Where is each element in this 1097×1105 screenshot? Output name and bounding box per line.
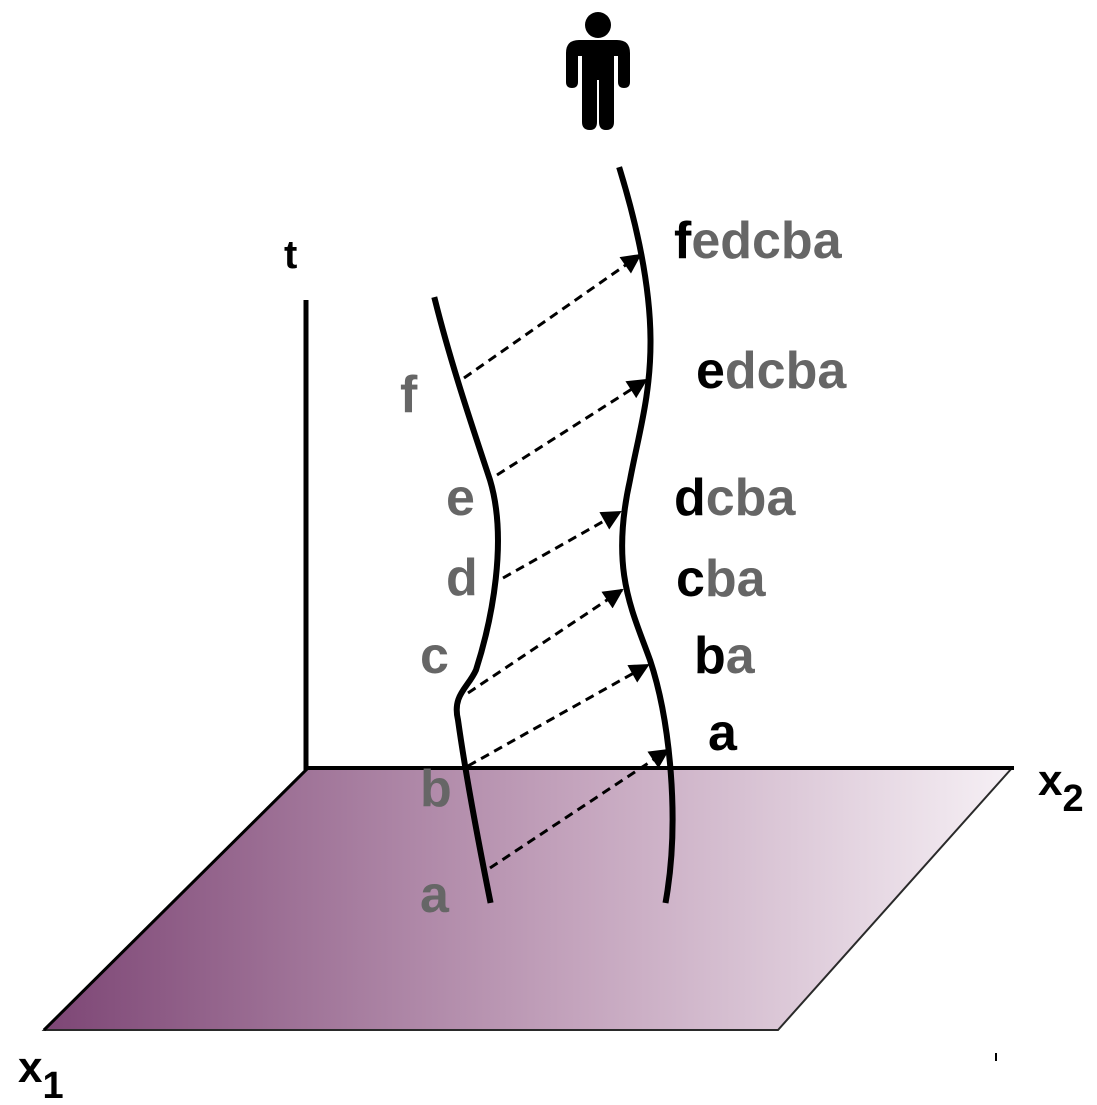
x2-axis-label: x2 [1038, 756, 1084, 820]
signal-arrow-d [502, 510, 622, 580]
signal-arrow-e [496, 378, 648, 477]
person-icon [566, 12, 630, 130]
x1-axis-label: x1 [18, 1043, 64, 1105]
receiver-label-ba: ba [694, 627, 756, 685]
receiver-label-edcba: edcba [696, 342, 847, 400]
sender-event-a: a [420, 866, 450, 924]
signal-arrow-a [489, 748, 670, 870]
sender-event-f: f [400, 366, 418, 424]
x1-axis [42, 766, 310, 1032]
signal-arrows [463, 253, 670, 870]
spatial-plane [41, 767, 1015, 1031]
receiver-label-cba: cba [676, 550, 767, 608]
sender-event-labels: a b c d e f [400, 366, 478, 924]
receiver-label-fedcba: fedcba [674, 212, 843, 270]
sender-event-e: e [446, 469, 475, 527]
signal-arrow-b [467, 663, 650, 768]
t-axis-label: t [284, 233, 297, 277]
sender-event-d: d [446, 549, 478, 607]
sender-worldline [431, 296, 501, 904]
sender-event-b: b [420, 760, 452, 818]
receiver-worldline [616, 166, 676, 904]
receiver-label-dcba: dcba [674, 469, 796, 527]
receiver-labels: a ba cba dcba edcba fedcba [674, 212, 847, 762]
signal-arrow-c [467, 588, 624, 695]
sender-event-c: c [420, 627, 449, 685]
signal-arrow-f [463, 253, 642, 380]
receiver-label-a: a [708, 704, 738, 762]
